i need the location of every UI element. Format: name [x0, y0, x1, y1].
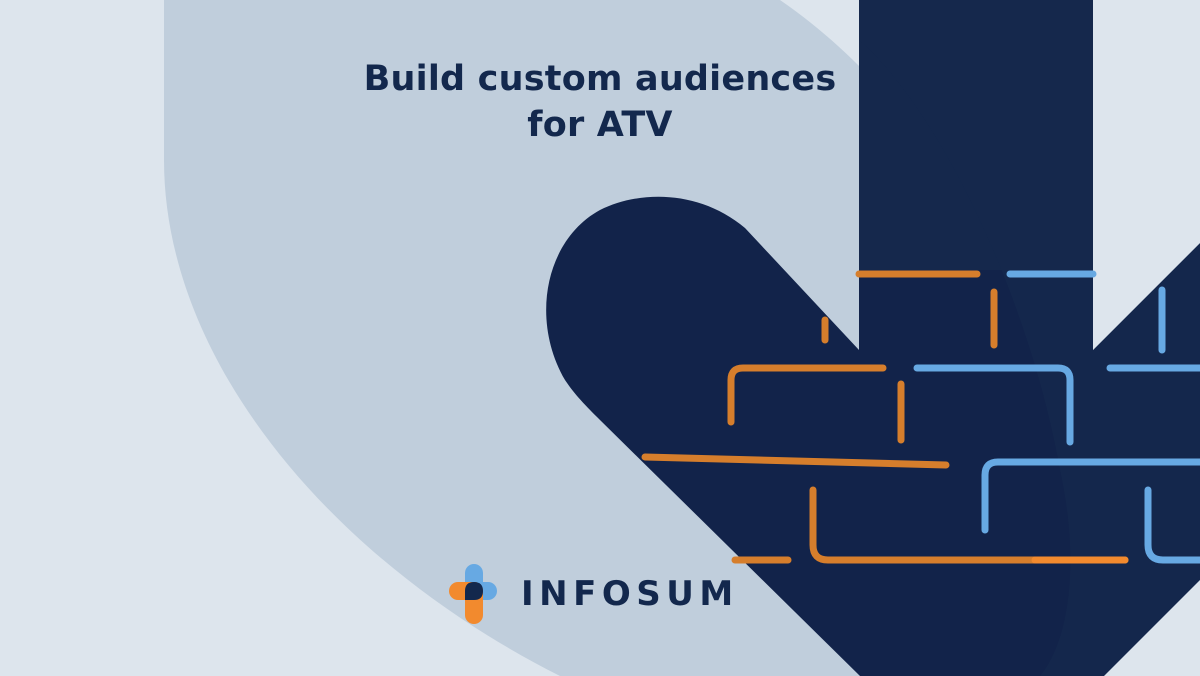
connector-lines	[641, 270, 1200, 564]
infosum-cross-logo-icon	[449, 564, 497, 624]
headline-line-1: Build custom audiences	[363, 59, 837, 99]
headline-line-2: for ATV	[527, 105, 673, 145]
brand-name: INFOSUM	[521, 574, 739, 614]
light-notch-bottom	[1104, 580, 1200, 676]
brand-logo: INFOSUM	[449, 563, 739, 625]
light-notch-top	[1093, 0, 1200, 350]
headline: Build custom audiences for ATV	[300, 56, 900, 148]
